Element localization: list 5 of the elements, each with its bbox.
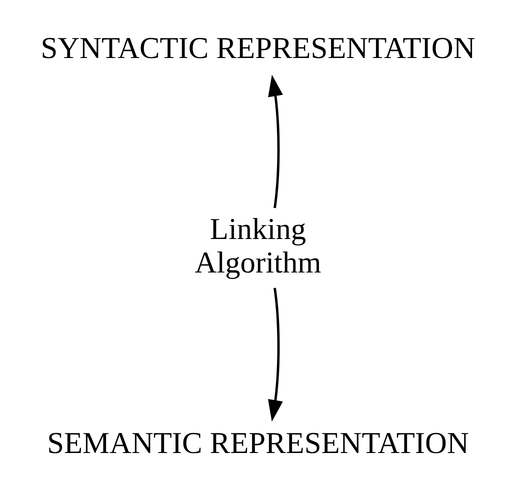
node-text: Linking Algorithm — [194, 211, 321, 279]
node-text: SEMANTIC REPRESENTATION — [46, 425, 468, 460]
arrow — [268, 74, 282, 208]
node-text: SYNTACTIC REPRESENTATION — [40, 30, 475, 65]
arrow — [268, 287, 282, 422]
